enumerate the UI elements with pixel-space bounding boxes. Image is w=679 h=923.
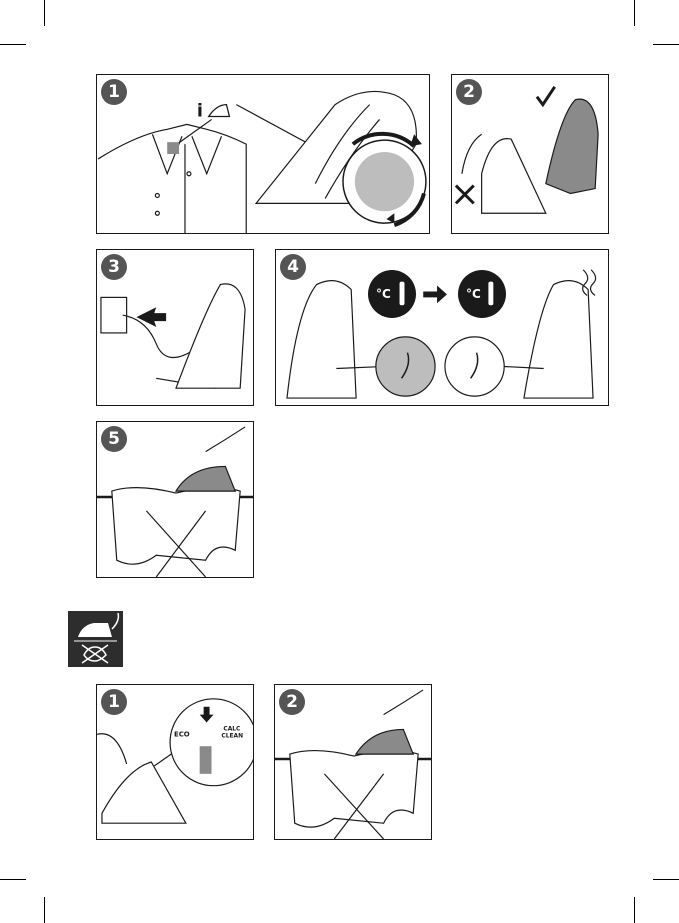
step-number-badge: 1 bbox=[101, 689, 127, 715]
arrow-icon bbox=[136, 307, 166, 327]
crop-mark bbox=[653, 879, 679, 880]
crop-mark bbox=[653, 44, 679, 45]
crop-mark bbox=[634, 0, 635, 26]
label-tag bbox=[167, 142, 179, 154]
arrow-right-icon bbox=[423, 286, 447, 304]
crop-mark bbox=[0, 879, 26, 880]
iron-icon bbox=[209, 105, 230, 117]
calc-clean-icon bbox=[68, 611, 123, 667]
crop-mark bbox=[44, 897, 45, 923]
svg-text:CLEAN: CLEAN bbox=[221, 733, 243, 739]
step-1-illustration: i bbox=[97, 75, 429, 233]
step-number-badge: 4 bbox=[280, 254, 306, 280]
step-number-badge: 2 bbox=[279, 689, 305, 715]
crop-mark bbox=[634, 897, 635, 923]
step-number-badge: 1 bbox=[101, 79, 127, 105]
step-5-panel: 5 bbox=[96, 421, 254, 578]
step-2-panel: 2 bbox=[451, 74, 609, 234]
step-number-badge: 2 bbox=[456, 79, 482, 105]
step-number-badge: 3 bbox=[101, 254, 127, 280]
step-4-panel: 4 °C °C bbox=[275, 249, 609, 406]
info-icon: i bbox=[197, 101, 203, 121]
svg-text:ECO: ECO bbox=[174, 730, 190, 738]
calc-step-1-panel: 1 ECO CALC CLEAN bbox=[96, 684, 254, 840]
checkmark-icon bbox=[537, 87, 555, 105]
step-number-badge: 5 bbox=[101, 426, 127, 452]
step-3-panel: 3 bbox=[96, 249, 254, 406]
calc-step-2-panel: 2 bbox=[274, 684, 432, 840]
crop-mark bbox=[44, 0, 45, 26]
crop-mark bbox=[0, 44, 26, 45]
cross-icon bbox=[456, 186, 474, 204]
step-1-panel: 1 i bbox=[96, 74, 430, 234]
svg-text:CALC: CALC bbox=[223, 726, 240, 732]
